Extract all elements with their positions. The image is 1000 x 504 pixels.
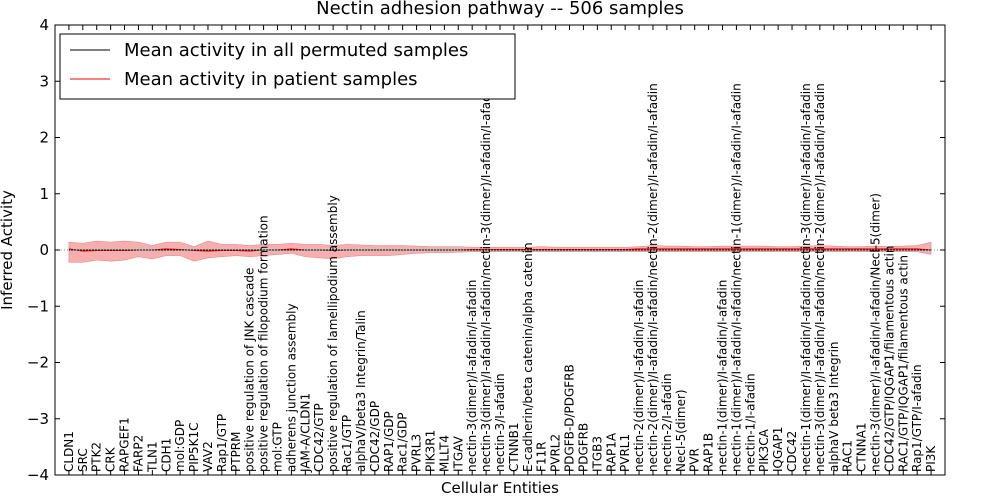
legend: Mean activity in all permuted samples Me…	[59, 33, 516, 100]
y-axis-label: Inferred Activity	[0, 190, 16, 310]
x-tick-label: nectin-3(dimer)/I-afadin/I-afadin/nectin…	[479, 83, 493, 472]
x-tick-label: Necl-5(dimer)	[674, 389, 688, 472]
y-tick-label: 0	[39, 241, 49, 259]
x-tick-label: PDGFB-D/PDGFRB	[563, 364, 577, 472]
x-tick-label: CDC42/GTP	[312, 403, 326, 472]
x-tick-label: CDC42	[785, 431, 799, 472]
x-tick-label: CRK	[104, 446, 118, 472]
x-tick-label: RAP1A	[604, 432, 618, 472]
x-tick-label: nectin-1(dimer)/I-afadin/I-afadin/nectin…	[799, 83, 813, 472]
x-tick-label: ITGAV	[451, 435, 465, 472]
x-tick-label: PIK3R1	[423, 430, 437, 472]
legend-label-patient: Mean activity in patient samples	[124, 69, 418, 90]
x-tick-label: nectin-3/I-afadin	[493, 373, 507, 472]
x-tick-label: PDGFRB	[576, 423, 590, 472]
x-tick-label: nectin-2(dimer)/I-afadin/I-afadin	[632, 280, 646, 472]
patient-band	[68, 240, 932, 263]
x-tick-label: adherens junction assembly	[284, 303, 298, 472]
y-tick-label: −4	[27, 466, 49, 484]
x-tick-label: F11R	[535, 441, 549, 472]
x-tick-label: CTNNA1	[855, 422, 869, 472]
x-tick-label: positive regulation of JNK cascade	[243, 268, 257, 472]
y-axis-ticks: 4 3 2 1 0 −1 −2 −3 −4	[27, 16, 945, 484]
x-tick-label: PVR	[688, 448, 702, 472]
x-tick-label: Rac1/GTP	[340, 415, 354, 472]
x-tick-label: nectin-1(dimer)/I-afadin/I-afadin/nectin…	[729, 83, 743, 472]
x-tick-label: mol:GDP	[173, 420, 187, 472]
x-tick-label: RAP1/GDP	[382, 411, 396, 472]
y-tick-label: 3	[39, 72, 49, 90]
x-tick-label: PIP5K1C	[187, 422, 201, 472]
x-axis-label: Cellular Entities	[441, 479, 559, 497]
x-tick-label: TLN1	[145, 441, 159, 473]
x-tick-label: nectin-3(dimer)/I-afadin/I-afadin	[465, 280, 479, 472]
x-tick-label: Rap1/GTP	[215, 414, 229, 472]
x-tick-label: PIK3CA	[757, 428, 771, 472]
x-tick-label: RAC1	[841, 440, 855, 472]
x-tick-label: nectin-1/I-afadin	[743, 373, 757, 472]
x-tick-label: PVRL1	[618, 434, 632, 472]
x-tick-label: Rap1/GTP/I-afadin	[910, 364, 924, 472]
x-tick-label: nectin-2(dimer)/I-afadin/I-afadin/nectin…	[646, 83, 660, 472]
x-tick-label: alphaV/beta3 Integrin/Talin	[354, 310, 368, 472]
x-tick-label: CDH1	[159, 438, 173, 472]
legend-box	[59, 33, 516, 100]
y-tick-label: 4	[39, 16, 49, 34]
x-tick-label: RAC1/GTP/IQGAP1/filamentous actin	[896, 255, 910, 472]
x-tick-label: nectin-3(dimer)/I-afadin/I-afadin/nectin…	[813, 83, 827, 472]
x-tick-label: VAV2	[201, 441, 215, 472]
x-tick-label: FARP2	[131, 435, 145, 472]
x-tick-label: CDC42/GDP	[368, 401, 382, 472]
x-tick-label: ITGB3	[590, 436, 604, 472]
x-tick-label: nectin-3(dimer)/I-afadin/I-afadin/Necl-5…	[868, 193, 882, 472]
x-tick-label: PVRL3	[410, 434, 424, 472]
patient-series-line	[68, 248, 932, 252]
x-tick-label: PI3K	[924, 445, 938, 472]
x-tick-label: PTPRM	[229, 432, 243, 473]
x-tick-label: RAP1B	[702, 433, 716, 472]
x-tick-label: positive regulation of filopodium format…	[257, 215, 271, 472]
x-tick-label: alphaV beta3 Integrin	[827, 341, 841, 472]
x-tick-label: Rac1/GDP	[396, 413, 410, 472]
x-tick-label: MLLT4	[437, 435, 451, 472]
x-tick-label: PTK2	[90, 442, 104, 472]
legend-label-permuted: Mean activity in all permuted samples	[124, 40, 468, 61]
y-tick-label: 2	[39, 129, 49, 147]
x-tick-label: SRC	[76, 448, 90, 472]
x-tick-label: CLDN1	[62, 431, 76, 472]
x-tick-label: E-cadherin/beta catenin/alpha catenin	[521, 242, 535, 472]
x-tick-label: JAM-A/CLDN1	[298, 393, 312, 473]
x-tick-label: mol:GTP	[271, 422, 285, 472]
x-tick-label: CDC42/GTP/IQGAP1/filamentous actin	[882, 246, 896, 472]
y-tick-label: 1	[39, 185, 49, 203]
x-tick-label: nectin-1(dimer)/I-afadin/I-afadin	[716, 280, 730, 472]
y-tick-label: −3	[27, 410, 49, 428]
y-tick-label: −1	[27, 297, 49, 315]
x-tick-label: positive regulation of lamellipodium ass…	[326, 195, 340, 472]
x-tick-label: IQGAP1	[771, 427, 785, 472]
y-tick-label: −2	[27, 354, 49, 372]
x-tick-label: PVRL2	[549, 434, 563, 472]
chart-title: Nectin adhesion pathway -- 506 samples	[316, 0, 684, 19]
x-tick-label: CTNNB1	[507, 422, 521, 472]
x-tick-label: nectin-2/I-afadin	[660, 373, 674, 472]
x-tick-label: RAPGEF1	[118, 417, 132, 472]
